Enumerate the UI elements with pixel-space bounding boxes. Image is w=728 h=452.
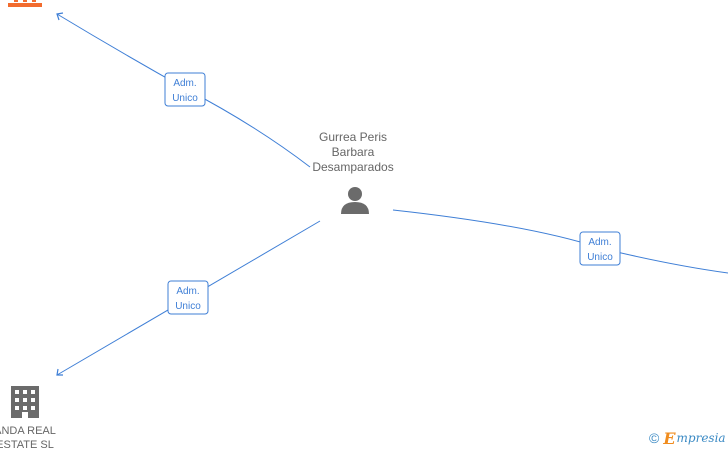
edge-label-line: Unico [587, 252, 613, 263]
copyright-icon: © [649, 430, 660, 446]
person-name-line: Barbara [331, 145, 375, 159]
empresia-watermark: © E mpresia [649, 428, 726, 448]
company-bottom-left-building-icon[interactable] [11, 386, 39, 418]
edge-right [392, 209, 728, 274]
brand-name: mpresia [676, 431, 726, 445]
edge-label-line: Unico [172, 93, 198, 104]
edge-label-right[interactable]: Adm. Unico [579, 231, 621, 266]
company-label-line: ANDA REAL [0, 425, 56, 437]
company-bottom-left-label[interactable]: ANDA REAL ESTATE SL [0, 424, 95, 452]
arrowhead-bottom-left [56, 368, 63, 376]
person-name-line: Desamparados [312, 160, 394, 174]
person-name-line: Gurrea Peris [318, 130, 388, 144]
brand-initial: E [663, 428, 676, 448]
person-name[interactable]: Gurrea Peris Barbara Desamparados [293, 130, 413, 175]
edge-label-line: Adm. [588, 237, 611, 248]
edge-label-line: Unico [175, 301, 201, 312]
person-icon[interactable] [341, 187, 369, 214]
edge-label-line: Adm. [173, 78, 196, 89]
edge-label-line: Adm. [176, 286, 199, 297]
company-label-line: ESTATE SL [0, 439, 54, 451]
arrowhead-top-left [56, 12, 64, 21]
edge-label-top-left[interactable]: Adm. Unico [164, 72, 206, 107]
company-top-left-building-icon[interactable] [8, 0, 42, 7]
edge-label-bottom-left[interactable]: Adm. Unico [167, 280, 209, 315]
